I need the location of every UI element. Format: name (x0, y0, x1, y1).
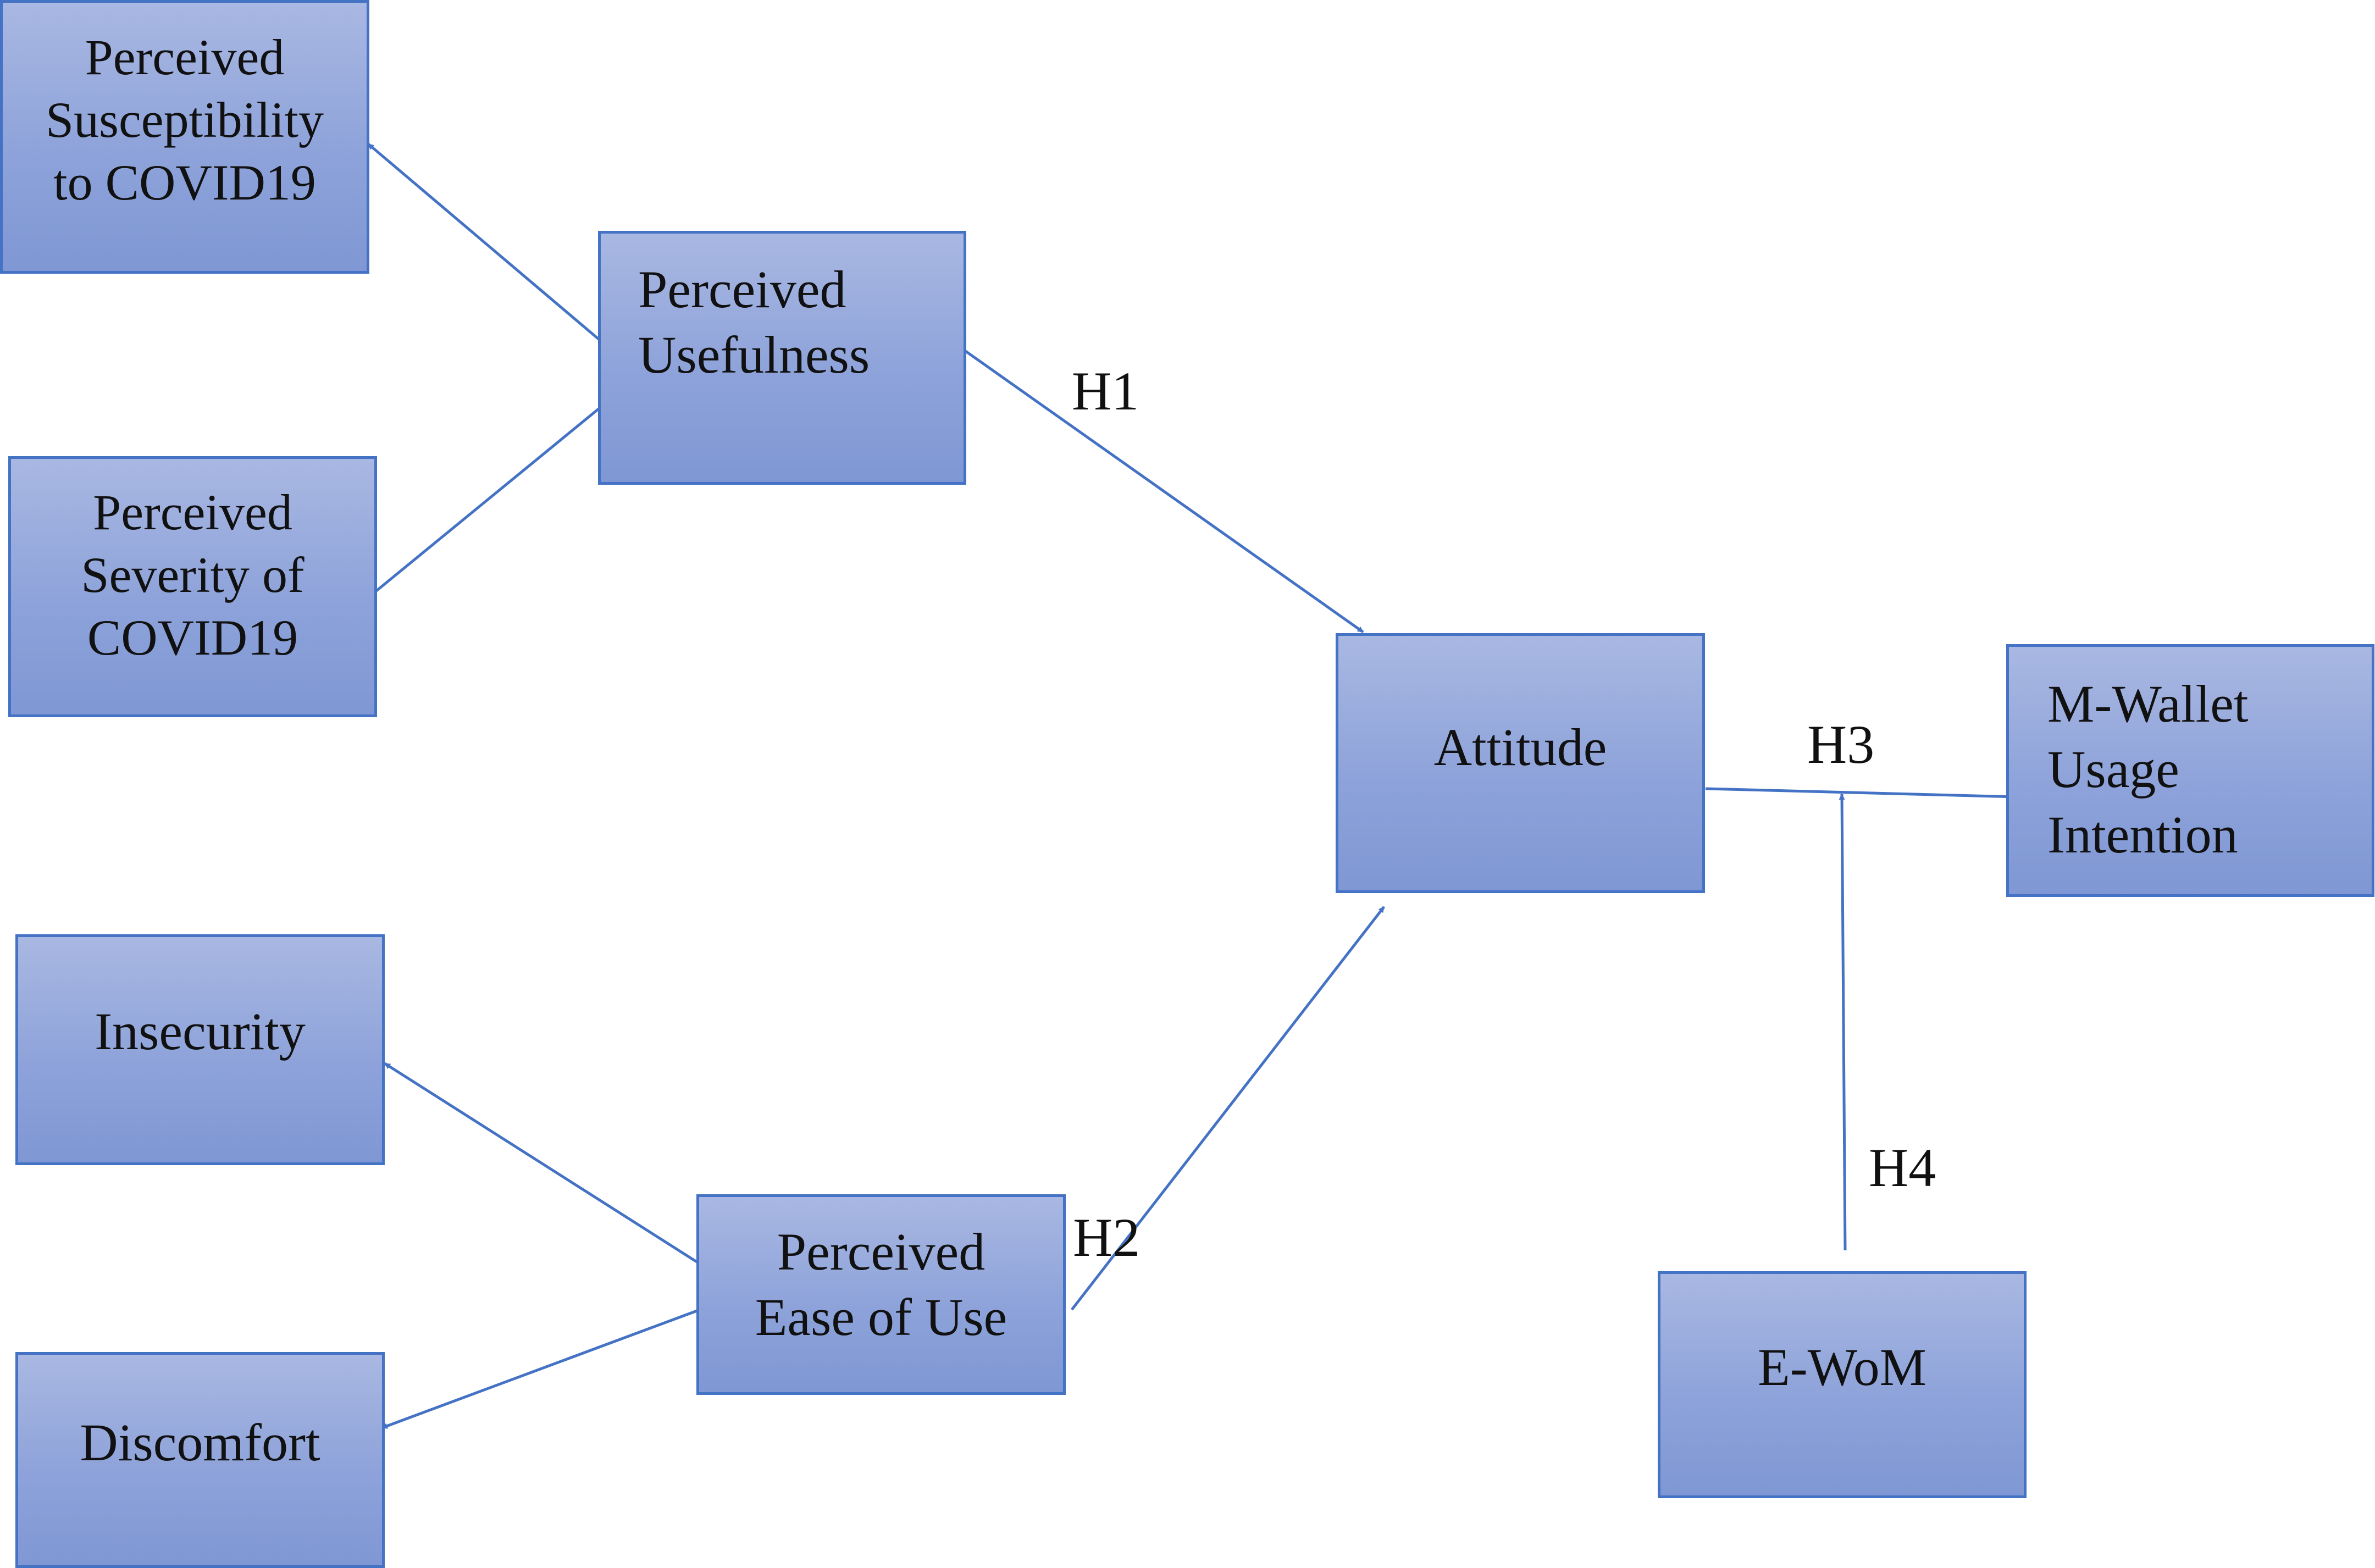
arrow-h3-attitude-to-intention (1705, 787, 2018, 800)
node-label-ewom: E-WoM (1758, 1338, 1926, 1397)
arrow-ease-to-insecurity (384, 1062, 707, 1270)
node-label-insecurity: Insecurity (95, 1002, 306, 1061)
node-discomfort: Discomfort (15, 1352, 385, 1568)
node-mwallet-usage-intention: M-Wallet Usage Intention (2006, 644, 2374, 897)
node-label-usefulness: Perceived Usefulness (638, 260, 870, 385)
hypothesis-label-h2: H2 (1073, 1207, 1141, 1268)
node-perceived-susceptibility: Perceived Susceptibility to COVID19 (0, 0, 369, 274)
node-label-attitude: Attitude (1433, 718, 1607, 777)
node-ewom: E-WoM (1658, 1271, 2027, 1498)
arrow-h2-ease-to-attitude (1071, 906, 1385, 1311)
node-label-intention: M-Wallet Usage Intention (2047, 674, 2249, 865)
arrow-ease-to-discomfort (381, 1309, 697, 1430)
node-label-severity: Perceived Severity of COVID19 (81, 484, 305, 666)
node-label-discomfort: Discomfort (80, 1413, 320, 1472)
arrow-h4-ewom-moderation (1839, 793, 1847, 1251)
hypothesis-label-h3: H3 (1807, 714, 1875, 775)
node-label-ease-of-use: Perceived Ease of Use (755, 1222, 1007, 1347)
node-perceived-severity: Perceived Severity of COVID19 (8, 456, 377, 717)
hypothesis-label-h4: H4 (1869, 1137, 1936, 1198)
arrow-usefulness-to-susceptibility (367, 143, 603, 343)
hypothesis-label-h1: H1 (1072, 361, 1139, 422)
arrow-h1-usefulness-to-attitude (954, 342, 1364, 634)
node-attitude: Attitude (1336, 633, 1705, 893)
arrow-usefulness-to-severity (370, 403, 606, 596)
node-perceived-usefulness: Perceived Usefulness (598, 231, 966, 485)
node-label-susceptibility: Perceived Susceptibility to COVID19 (46, 29, 324, 211)
node-insecurity: Insecurity (15, 934, 385, 1165)
node-perceived-ease-of-use: Perceived Ease of Use (696, 1194, 1066, 1395)
